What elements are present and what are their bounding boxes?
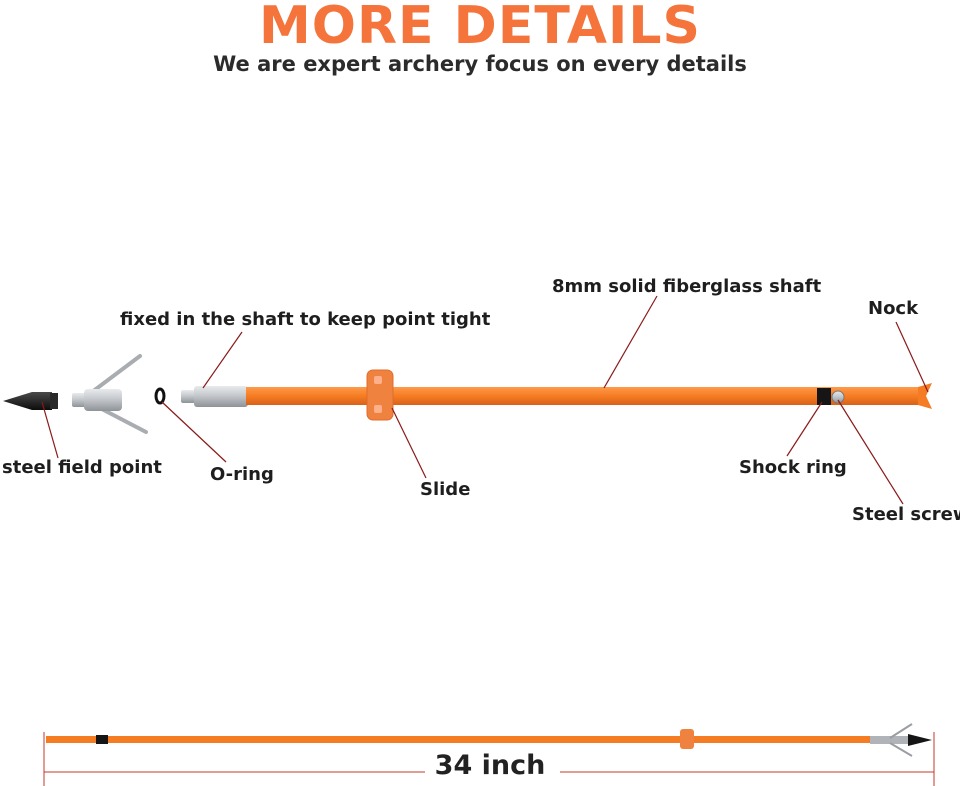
- o-ring: [154, 387, 166, 405]
- label-steel-screw: Steel screw: [852, 504, 960, 525]
- page-subtitle: We are expert archery focus on every det…: [213, 52, 747, 76]
- leader-fixed-tip: [202, 331, 243, 389]
- shock-ring: [817, 388, 831, 405]
- leader-nock: [895, 321, 929, 393]
- leader-field-point: [41, 401, 59, 459]
- label-field-point: steel field point: [2, 457, 162, 478]
- barb-point: [72, 354, 148, 434]
- label-fixed-tip: fixed in the shaft to keep point tight: [120, 309, 491, 330]
- leader-shock-ring: [786, 401, 823, 457]
- label-o-ring: O-ring: [210, 464, 274, 485]
- label-slide: Slide: [420, 479, 471, 500]
- leader-slide: [391, 407, 427, 479]
- label-shaft: 8mm solid fiberglass shaft: [552, 276, 822, 297]
- slide: [366, 369, 394, 421]
- label-nock: Nock: [868, 298, 919, 319]
- leader-steel-screw: [837, 399, 904, 505]
- page-title: MORE DETAILS: [259, 0, 701, 56]
- label-shock-ring: Shock ring: [739, 457, 847, 478]
- dimension-line: [43, 732, 935, 786]
- field-point: [3, 392, 58, 410]
- full-arrow: [46, 723, 932, 757]
- leader-shaft: [603, 295, 658, 389]
- leader-o-ring: [161, 401, 227, 463]
- steel-screw: [831, 390, 845, 404]
- fiberglass-shaft: [246, 383, 932, 409]
- length-dimension: 34 inch: [434, 750, 546, 781]
- tip-adapter: [181, 386, 248, 407]
